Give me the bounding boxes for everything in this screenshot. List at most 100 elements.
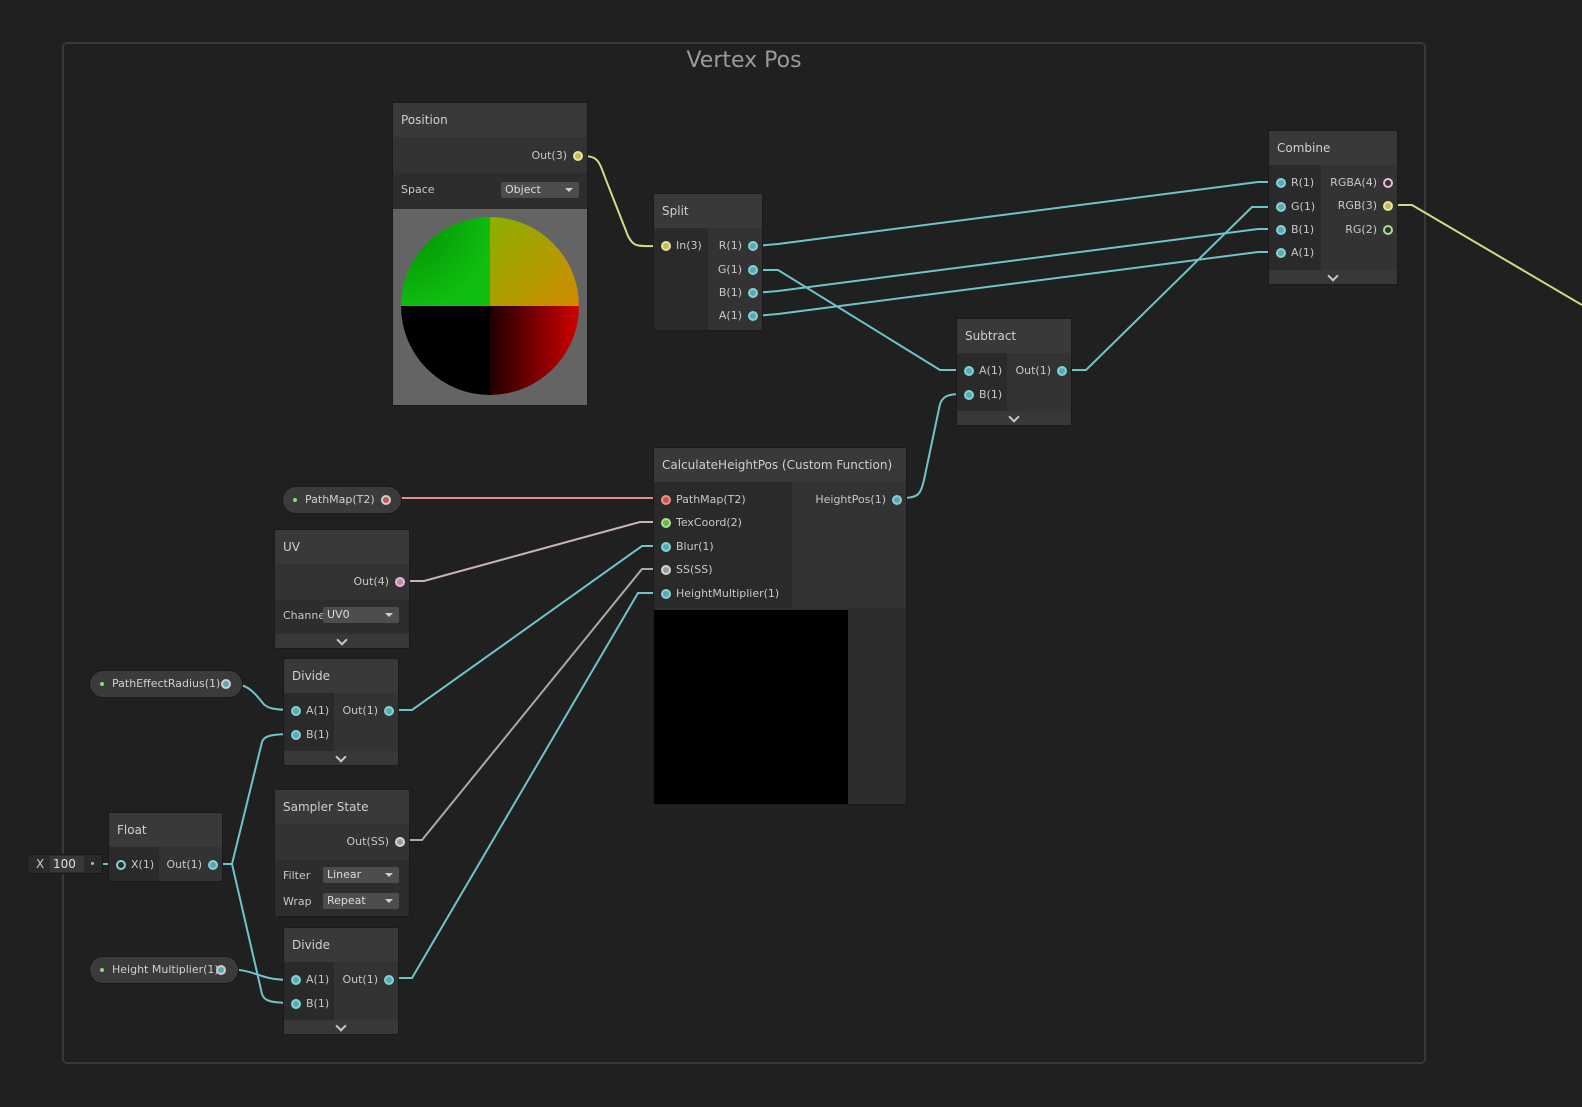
vector1-port-icon[interactable] — [1057, 366, 1067, 376]
combine-node[interactable]: Combine R(1) G(1) B(1) A(1) RGBA(4) RGB(… — [1269, 131, 1397, 284]
vector1-port-icon[interactable] — [291, 975, 301, 985]
subtract-out-port[interactable]: Out(1) — [1009, 361, 1067, 381]
vector1-port-icon[interactable] — [291, 706, 301, 716]
vector3-port-icon[interactable] — [573, 151, 583, 161]
custom-pathmap-port[interactable]: PathMap(T2) — [661, 490, 789, 510]
split-a-port[interactable]: A(1) — [710, 306, 758, 326]
subtract-title[interactable]: Subtract — [957, 319, 1071, 353]
custom-ss-port[interactable]: SS(SS) — [661, 560, 789, 580]
subtract-node[interactable]: Subtract A(1) B(1) Out(1) — [957, 319, 1071, 425]
wire-split-r-combine-r[interactable] — [753, 181, 1276, 247]
position-node[interactable]: Position Out(3) Space Object — [393, 103, 587, 405]
sampler-port-icon[interactable] — [661, 565, 671, 575]
path-effect-radius-property[interactable]: PathEffectRadius(1) — [90, 671, 242, 697]
float-out-port[interactable]: Out(1) — [161, 855, 218, 875]
vector1-port-icon[interactable] — [1276, 248, 1286, 258]
split-title[interactable]: Split — [654, 194, 762, 228]
subtract-collapse-toggle[interactable] — [957, 411, 1071, 425]
wire-divide2-custom[interactable] — [390, 592, 660, 979]
divide-2-title[interactable]: Divide — [284, 928, 398, 962]
wire-split-a-combine-a[interactable] — [753, 251, 1276, 317]
wire-divide1-custom[interactable] — [390, 545, 660, 711]
wire-split-g-subtract-a[interactable] — [754, 269, 962, 371]
vector1-port-icon[interactable] — [208, 860, 218, 870]
divide-1-collapse-toggle[interactable] — [284, 751, 398, 765]
vector1-port-icon[interactable] — [1276, 225, 1286, 235]
divide-1-b-port[interactable]: B(1) — [291, 725, 333, 745]
combine-b-port[interactable]: B(1) — [1276, 220, 1320, 240]
divide-1-out-port[interactable]: Out(1) — [336, 701, 394, 721]
wire-sampler-custom[interactable] — [400, 568, 660, 841]
float-node[interactable]: Float X(1) Out(1) — [109, 813, 222, 881]
vector1-port-icon[interactable] — [216, 965, 226, 975]
combine-rg-port[interactable]: RG(2) — [1323, 220, 1393, 240]
custom-function-node[interactable]: CalculateHeightPos (Custom Function) Pat… — [654, 448, 906, 804]
split-in-port[interactable]: In(3) — [661, 236, 705, 256]
vector1-port-icon[interactable] — [1276, 202, 1286, 212]
vector3-port-icon[interactable] — [661, 241, 671, 251]
sampler-state-node[interactable]: Sampler State Out(SS) Filter Linear Wrap… — [275, 790, 409, 916]
vector3-port-icon[interactable] — [1383, 201, 1393, 211]
split-g-port[interactable]: G(1) — [710, 260, 758, 280]
wire-subtract-combine-g[interactable] — [1064, 206, 1276, 371]
vector4-port-icon[interactable] — [395, 577, 405, 587]
uv-node[interactable]: UV Out(4) Channe UV0 — [275, 530, 409, 648]
vector1-port-icon[interactable] — [661, 589, 671, 599]
space-dropdown[interactable]: Object — [501, 182, 579, 198]
vector1-port-icon[interactable] — [748, 241, 758, 251]
divide-1-title[interactable]: Divide — [284, 659, 398, 693]
vector1-port-icon[interactable] — [384, 706, 394, 716]
divide-1-a-port[interactable]: A(1) — [291, 701, 333, 721]
divide-2-collapse-toggle[interactable] — [284, 1020, 398, 1034]
combine-rgba-port[interactable]: RGBA(4) — [1323, 173, 1393, 193]
wire-custom-subtract-b[interactable] — [897, 393, 963, 499]
vector1-port-icon[interactable] — [221, 679, 231, 689]
sampler-out-port[interactable]: Out(SS) — [315, 832, 405, 852]
divide-2-a-port[interactable]: A(1) — [291, 970, 333, 990]
sampler-port-icon[interactable] — [395, 837, 405, 847]
combine-title[interactable]: Combine — [1269, 131, 1397, 165]
vector1-port-icon[interactable] — [748, 265, 758, 275]
pathmap-property[interactable]: PathMap(T2) — [283, 487, 401, 513]
texture2d-port-icon[interactable] — [381, 495, 391, 505]
vector1-port-icon[interactable] — [748, 288, 758, 298]
vector1-port-icon[interactable] — [964, 390, 974, 400]
texture2d-port-icon[interactable] — [661, 495, 671, 505]
vector2-port-icon[interactable] — [661, 518, 671, 528]
uv-out-port[interactable]: Out(4) — [315, 572, 405, 592]
float-title[interactable]: Float — [109, 813, 222, 847]
position-out-port[interactable]: Out(3) — [493, 146, 583, 166]
vector4-port-icon[interactable] — [1383, 178, 1393, 188]
vector1-port-icon[interactable] — [384, 975, 394, 985]
vector1-port-icon[interactable] — [1276, 178, 1286, 188]
vector1-port-icon[interactable] — [892, 495, 902, 505]
divide-node-2[interactable]: Divide A(1) B(1) Out(1) — [284, 928, 398, 1034]
vector1-port-icon[interactable] — [661, 542, 671, 552]
custom-height-port[interactable]: HeightMultiplier(1) — [661, 584, 789, 604]
subtract-b-port[interactable]: B(1) — [964, 385, 1006, 405]
wire-combine-rgb-out[interactable] — [1390, 204, 1582, 306]
uv-collapse-toggle[interactable] — [275, 634, 409, 648]
custom-blur-port[interactable]: Blur(1) — [661, 537, 789, 557]
float-inline-field[interactable]: X 100 — [28, 855, 102, 873]
uv-channel-dropdown[interactable]: UV0 — [323, 607, 399, 623]
split-r-port[interactable]: R(1) — [710, 236, 758, 256]
wrap-dropdown[interactable]: Repeat — [323, 893, 399, 909]
vector2-port-icon[interactable] — [1383, 225, 1393, 235]
divide-node-1[interactable]: Divide A(1) B(1) Out(1) — [284, 659, 398, 765]
float-value-input[interactable]: 100 — [50, 856, 84, 872]
filter-dropdown[interactable]: Linear — [323, 867, 399, 883]
group-title[interactable]: Vertex Pos — [686, 48, 802, 73]
height-multiplier-property[interactable]: Height Multiplier(1) — [90, 957, 238, 983]
combine-rgb-port[interactable]: RGB(3) — [1323, 196, 1393, 216]
wire-split-b-combine-b[interactable] — [753, 228, 1276, 294]
position-title[interactable]: Position — [393, 103, 587, 137]
sampler-title[interactable]: Sampler State — [275, 790, 409, 824]
vector1-port-icon[interactable] — [291, 999, 301, 1009]
vector1-port-icon[interactable] — [964, 366, 974, 376]
combine-r-port[interactable]: R(1) — [1276, 173, 1320, 193]
combine-a-port[interactable]: A(1) — [1276, 243, 1320, 263]
vector1-port-icon[interactable] — [116, 860, 126, 870]
wire-position-split[interactable] — [579, 155, 661, 248]
wire-uv-custom[interactable] — [401, 521, 660, 582]
